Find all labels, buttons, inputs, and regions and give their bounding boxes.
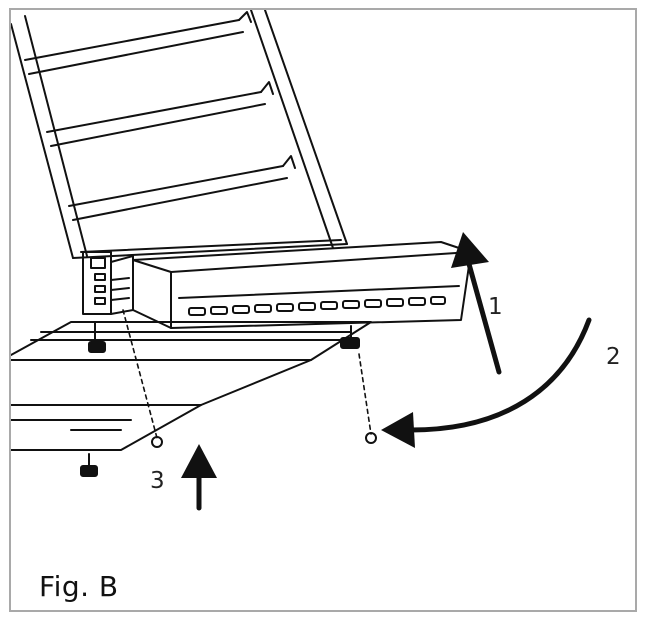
screw-guide-lines [122, 309, 372, 439]
assembly-drawing [11, 10, 592, 511]
leveling-feet [80, 321, 360, 477]
step-label-1: 1 [488, 294, 503, 320]
rack-frame [11, 10, 348, 259]
step-label-2: 2 [606, 344, 621, 370]
arrow-1-icon [451, 232, 502, 375]
arrow-2-icon [381, 317, 592, 448]
screws [151, 432, 377, 448]
vent-slots [188, 296, 446, 316]
front-panel [132, 241, 472, 329]
hinge-bracket [82, 251, 134, 315]
figure-caption: Fig. B [39, 570, 119, 603]
arrow-3-icon [181, 444, 217, 511]
rack-shelf-rails [24, 11, 296, 221]
step-label-3: 3 [150, 468, 165, 494]
base-plate [11, 321, 372, 451]
figure-frame: 1 2 3 Fig. B [9, 8, 637, 612]
